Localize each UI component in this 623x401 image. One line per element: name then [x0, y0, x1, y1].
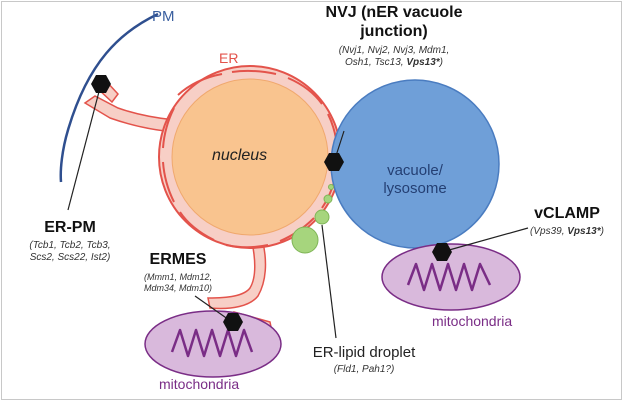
nvj-proteins-line1: (Nvj1, Nvj2, Nvj3, Mdm1,: [338, 44, 450, 56]
ermes-proteins-line2: Mdm34, Mdm10): [143, 282, 213, 293]
nvj-title-line1: NVJ (nER vacuole: [325, 4, 463, 21]
ermes-label-block: ERMES (Mmm1, Mdm12, Mdm34, Mdm10): [140, 251, 216, 293]
ermes-contact-hexagon: [223, 313, 243, 331]
nvj-proteins-line2: Osh1, Tsc13, Vps13*): [294, 57, 494, 69]
pm-label: PM: [152, 8, 175, 25]
er-pm-title: ER-PM: [44, 219, 96, 236]
nvj-proteins-close: ): [439, 56, 444, 68]
vclamp-proteins: (Vps39, Vps13*): [526, 226, 608, 238]
er-pm-proteins-line1: (Tcb1, Tcb2, Tcb3,: [29, 239, 111, 251]
er-pm-label-block: ER-PM (Tcb1, Tcb2, Tcb3, Scs2, Scs22, Is…: [20, 219, 120, 264]
nvj-title-line2: junction): [360, 22, 428, 40]
vclamp-contact-hexagon: [432, 243, 452, 261]
vclamp-proteins-plain: (Vps39,: [530, 225, 568, 237]
nvj-contact-hexagon: [324, 153, 344, 171]
cristae-left: [170, 328, 254, 358]
contact-hexagons: [91, 75, 452, 331]
leader-lines: [67, 83, 529, 339]
er-pm-proteins-line2: Scs2, Scs22, Ist2): [29, 251, 111, 263]
vclamp-proteins-close: ): [600, 225, 604, 237]
vclamp-proteins-bold: Vps13*: [567, 225, 601, 237]
nvj-proteins-plain: Osh1, Tsc13,: [344, 56, 407, 68]
er-label: ER: [219, 50, 239, 66]
ermes-title: ERMES: [149, 251, 207, 268]
mitochondria-label-right: mitochondria: [432, 313, 513, 329]
mitochondria-label-left: mitochondria: [159, 376, 240, 392]
vclamp-label-block: vCLAMP (Vps39, Vps13*): [526, 205, 608, 238]
er-lipid-proteins: (Fld1, Pah1?): [333, 363, 395, 375]
er-lipid-label-block: ER-lipid droplet (Fld1, Pah1?): [300, 345, 428, 376]
vacuole-label-line2: lysosome: [383, 179, 447, 197]
er-pm-contact-hexagon: [91, 75, 111, 93]
vacuole-label-line1: vacuole/: [387, 162, 443, 179]
nvj-label-block: NVJ (nER vacuole junction) (Nvj1, Nvj2, …: [294, 4, 494, 69]
mitochondrion-left: [144, 310, 282, 378]
plasma-membrane: [59, 12, 159, 183]
nvj-proteins-bold: Vps13*: [406, 56, 440, 68]
er-lipid-title: ER-lipid droplet: [312, 344, 416, 361]
lipid-droplets: [291, 184, 334, 254]
vclamp-title: vCLAMP: [534, 205, 600, 222]
ermes-proteins-line1: (Mmm1, Mdm12,: [143, 271, 212, 282]
vacuole-label: vacuole/ lysosome: [383, 163, 447, 197]
er-ermes-tubule: [207, 236, 267, 310]
cristae-right: [406, 262, 492, 292]
nucleus-label: nucleus: [212, 147, 268, 164]
er-pm-tubule: [83, 95, 176, 133]
